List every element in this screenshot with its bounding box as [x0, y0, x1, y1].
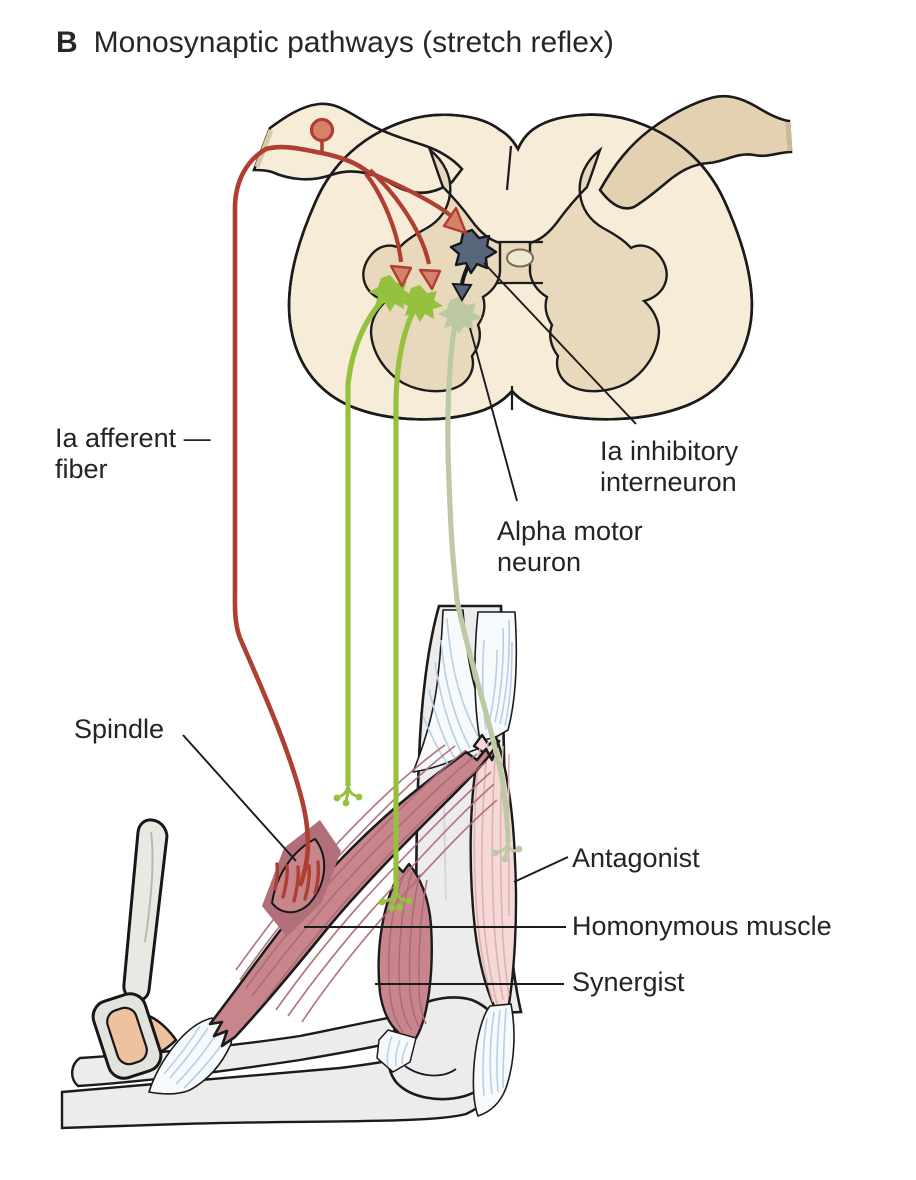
leader-spindle [182, 734, 297, 862]
label-alpha-motor-line2: neuron [497, 547, 582, 577]
panel-title-text: Monosynaptic pathways (stretch reflex) [93, 26, 614, 59]
motor-axon-1 [345, 297, 386, 786]
alpha-motor-neurons [333, 275, 443, 912]
label-ia-inhibitory-line1: Ia inhibitory [600, 436, 739, 466]
biceps-tendon-upper-fibers [422, 617, 479, 765]
biceps-tendon-lower-fibers [163, 1025, 223, 1089]
label-alpha-motor-line1: Alpha motor [497, 516, 643, 546]
leader-alpha-motor [469, 327, 518, 502]
faded-motor-axon [445, 323, 511, 844]
dorsal-root-right [598, 94, 793, 210]
label-antagonist: Antagonist [572, 843, 700, 873]
reflex-hammer [91, 818, 178, 1080]
hammer-head-pad [106, 1006, 148, 1066]
label-homonymous-muscle: Homonymous muscle [572, 911, 832, 941]
hammer-handle-detail [144, 831, 154, 943]
central-canal [506, 248, 534, 268]
label-ia-inhibitory-interneuron: Ia inhibitory interneuron [600, 436, 738, 498]
panel-title: B Monosynaptic pathways (stretch reflex) [56, 26, 614, 60]
condyle-detail-line [404, 1065, 457, 1077]
label-ia-afferent-fiber: Ia afferent — fiber [55, 423, 211, 485]
panel-letter: B [56, 26, 78, 59]
synergist-tendon-fibers [386, 1035, 409, 1067]
ia-terminal-on-motoneuron-1 [389, 264, 413, 288]
ia-terminal-on-interneuron [442, 206, 468, 235]
ia-terminal-on-motoneuron-2 [418, 268, 442, 291]
label-ia-afferent-line2: fiber [55, 454, 108, 484]
label-ia-afferent-line1: Ia afferent — [55, 423, 211, 453]
leader-ia-inhibitory [483, 262, 637, 425]
dorsal-root-ganglion-cell [309, 117, 335, 155]
label-ia-inhibitory-line2: interneuron [600, 467, 737, 497]
motor-soma-2 [399, 285, 443, 322]
ia-inhibitory-interneuron [449, 228, 498, 302]
label-synergist: Synergist [572, 967, 685, 997]
interneuron-terminal [451, 282, 473, 302]
triceps-tendon-upper-fibers [481, 619, 513, 731]
spindle-afferent-coils [273, 860, 321, 903]
alpha-motor-neuron-antagonist [438, 297, 523, 863]
leader-lines [182, 262, 637, 985]
spinal-cord-cross-section [252, 94, 793, 421]
label-spindle: Spindle [74, 714, 165, 744]
ganglion-cell-body [309, 117, 335, 143]
motor-axon-2 [393, 308, 417, 891]
spinal-cord-outline [287, 113, 754, 421]
dorsal-root-left [252, 102, 464, 195]
dorsal-median-sulcus [505, 145, 513, 191]
leader-antagonist [513, 856, 569, 883]
motor-end-plate-antagonist [491, 842, 523, 863]
motor-end-plate-2 [378, 890, 413, 912]
motor-end-plate-1 [333, 785, 363, 807]
biceps-tendon-lower [147, 1017, 233, 1095]
ia-branch-to-motoneuron-1 [364, 172, 404, 263]
hammer-handle [122, 818, 169, 1002]
triceps-tendon-lower-fibers [482, 1007, 507, 1097]
interneuron-soma [449, 228, 498, 275]
dorsal-root-right-cut-face [785, 121, 793, 152]
ia-afferent-main-path [232, 144, 370, 887]
ia-branch-to-motoneuron-2 [368, 168, 432, 265]
ia-afferent-fiber [232, 117, 468, 887]
faded-motor-soma [438, 297, 482, 334]
label-alpha-motor-neuron: Alpha motor neuron [497, 516, 643, 578]
